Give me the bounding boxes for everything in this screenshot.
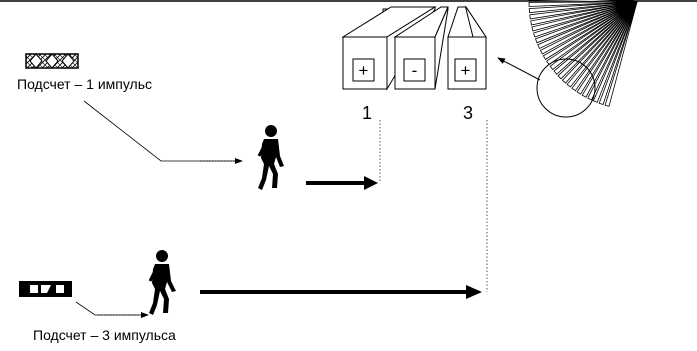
zone-number-3: 3 [463,103,473,123]
fan-beam [539,1,638,55]
zone-sign-box-3 [454,58,477,82]
fan-beam [587,1,638,101]
fan-beam [542,1,638,60]
fan-beam [571,1,638,92]
upper-leader-line [83,100,242,162]
zone-sign-box-1 [352,58,375,82]
fan-beam [528,1,638,7]
fan-beam [528,1,638,14]
triple-target-icon [19,281,72,297]
fan-beam [592,1,638,103]
zone-sign-3: + [461,61,471,80]
single-target-icon [25,53,79,69]
sensor-zones: + - + 1 3 [341,5,487,123]
zone-sign-2: - [412,61,418,80]
sensor-lens-circle [536,58,596,118]
fan-beam [604,1,638,107]
zone-sign-1: + [359,61,369,80]
zone-sign-box-2 [403,58,426,82]
fan-beam [546,1,638,66]
lower-motion-arrow-head [466,285,482,299]
count-three-pulses-label: Подсчет – 3 импульса [33,327,176,343]
lower-leader-line [75,301,141,316]
fan-beam [530,1,638,26]
zone-number-1: 1 [362,103,372,123]
fan-beam [534,1,638,44]
fan-beam [598,1,638,106]
walking-person-lower [148,250,176,315]
fan-beam [531,1,638,32]
pir-sensor-fan [528,0,638,107]
fan-beam [630,0,638,3]
upper-motion-arrow-head [364,176,378,190]
fan-beam [529,1,638,20]
fan-beam [604,0,638,3]
count-one-pulse-label: Подсчет – 1 импульс [17,76,152,92]
fan-beam [553,1,638,75]
sensor-pointer-arrow [497,57,541,81]
fan-beam [557,1,638,80]
fan-beam [581,1,638,98]
fan-beam [576,1,638,95]
fan-beam [533,1,638,38]
fan-beam [537,1,638,50]
fan-beam [528,0,638,3]
fan-beam [549,1,638,71]
walking-person-upper [257,125,284,190]
